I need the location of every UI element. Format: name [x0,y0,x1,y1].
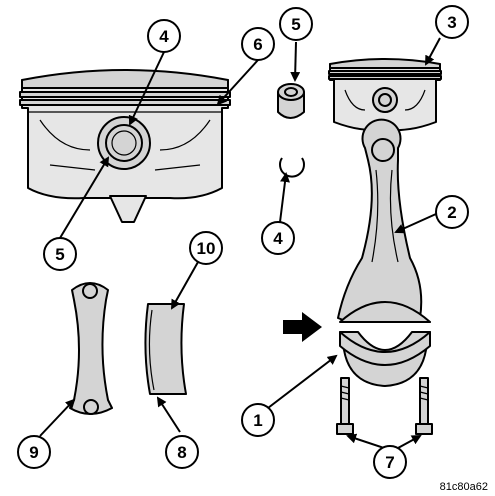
cap-bolts [336,377,433,435]
callout-4-top: 4 [147,19,181,53]
leader-lines [39,37,441,449]
connecting-rod [337,118,431,323]
callout-5-left: 5 [43,237,77,271]
svg-text:7: 7 [385,453,394,472]
callout-8: 8 [165,435,199,469]
svg-text:6: 6 [253,35,262,54]
figure-code: 81c80a62 [440,481,488,493]
svg-text:3: 3 [447,13,456,32]
callout-2: 2 [435,195,469,229]
svg-text:4: 4 [159,27,169,46]
callout-4-mid: 4 [261,221,295,255]
svg-text:4: 4 [273,229,283,248]
bearing-cap-half [69,282,113,415]
large-piston [19,69,231,223]
retainer-clip [279,157,305,178]
callout-9: 9 [17,435,51,469]
callout-3: 3 [435,5,469,39]
callout-6: 6 [241,27,275,61]
direction-arrow-icon [283,312,322,342]
callout-5-top: 5 [279,7,313,41]
callout-10: 10 [189,231,223,265]
svg-text:5: 5 [55,245,64,264]
piston-ring [19,91,231,98]
svg-text:1: 1 [253,411,262,430]
bearing-shell [144,303,187,395]
svg-text:10: 10 [197,239,216,258]
pin-bushing [277,83,305,119]
svg-text:2: 2 [447,203,456,222]
svg-text:5: 5 [291,15,300,34]
callout-1: 1 [241,403,275,437]
svg-text:8: 8 [177,443,186,462]
rod-cap [339,331,431,387]
svg-text:9: 9 [29,443,38,462]
callout-7: 7 [373,445,407,479]
